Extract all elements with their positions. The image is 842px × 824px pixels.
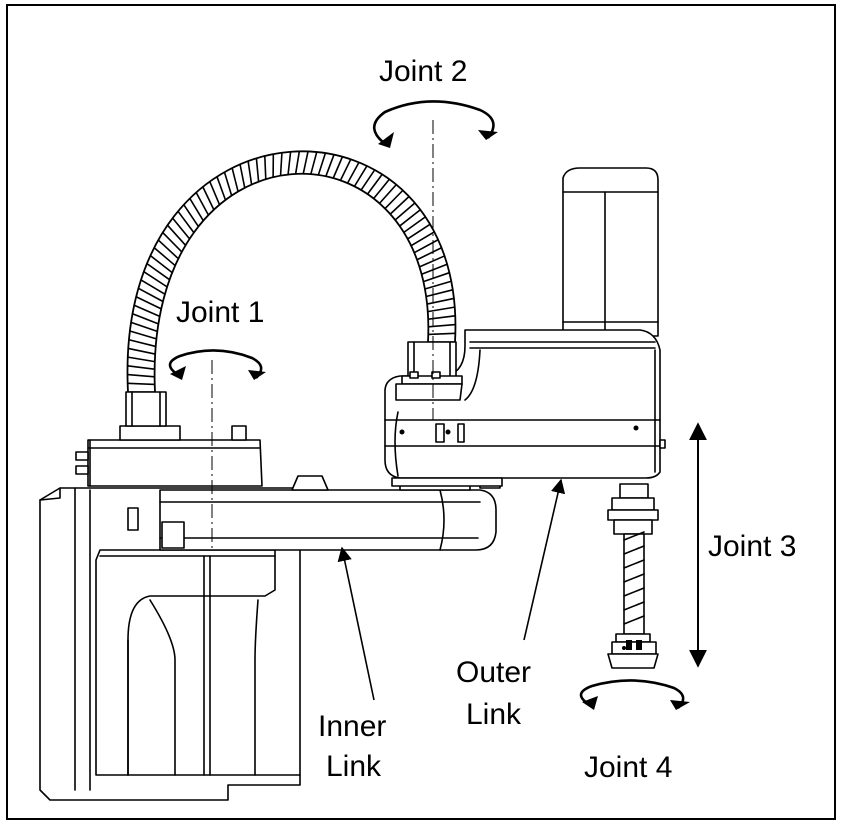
outer-link-label-line1: Outer xyxy=(456,656,531,689)
joint3-label: Joint 3 xyxy=(708,530,796,563)
joint2-rotation-arrow xyxy=(372,100,498,148)
ball-screw-shaft xyxy=(607,483,659,669)
outer-link-label-line2: Link xyxy=(466,698,522,731)
axis-center-lines xyxy=(211,120,434,550)
joint4-label: Joint 4 xyxy=(584,751,672,784)
joint4-rotation-arrow xyxy=(579,679,690,710)
cable-conduit xyxy=(126,150,457,393)
joint2-label: Joint 2 xyxy=(379,55,467,88)
robot-base xyxy=(39,487,301,801)
joint1-label: Joint 1 xyxy=(176,296,264,329)
joint1-housing xyxy=(75,391,263,487)
outer-link-leader xyxy=(523,478,566,641)
frame-border xyxy=(6,4,836,820)
outer-link-body xyxy=(384,167,666,487)
inner-link-leader xyxy=(337,546,375,701)
inner-link-label-line1: Inner xyxy=(318,710,386,743)
joint1-rotation-arrow xyxy=(168,349,266,380)
inner-link-arm xyxy=(159,475,501,551)
inner-link-label-line2: Link xyxy=(326,750,382,783)
